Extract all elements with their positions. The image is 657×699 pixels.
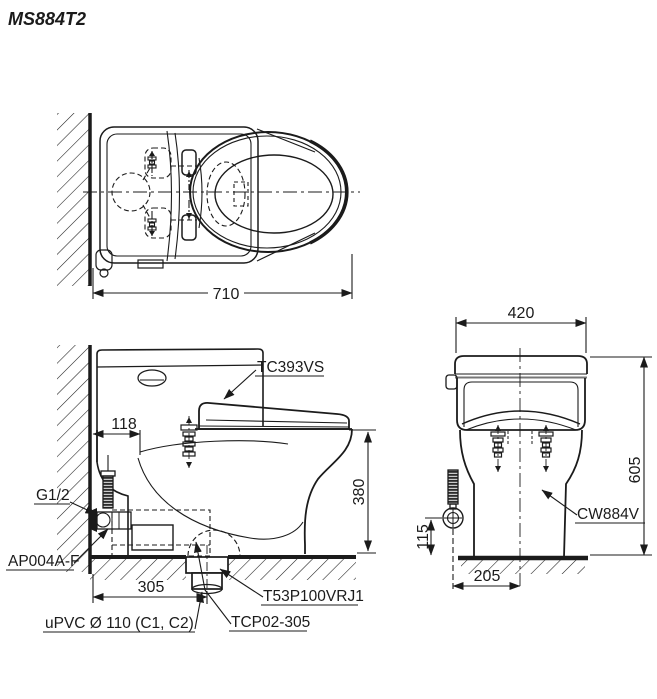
dim-overall-depth: 710 <box>213 286 240 303</box>
label-drain-pipe-group: uPVC Ø 110 (C1, C2) <box>43 591 204 633</box>
top-view: 710 <box>57 113 360 303</box>
dim-wall-to-seat-bolt: 118 <box>111 416 137 433</box>
dimension-710: 710 <box>92 254 353 303</box>
label-seat-lid-group: TC393VS <box>223 359 324 400</box>
dimension-305: 305 <box>92 574 208 604</box>
label-supply-thread: G1/2 <box>36 487 70 504</box>
supply-valve-front <box>442 469 464 529</box>
dimension-380: 380 <box>349 429 376 554</box>
dim-valve-height: 115 <box>415 524 432 550</box>
seat-lid-side <box>198 402 350 430</box>
dimension-605: 605 <box>590 356 652 556</box>
tank-plan <box>99 126 259 269</box>
label-drain-pipe: uPVC Ø 110 (C1, C2) <box>45 615 194 632</box>
label-connector: TCP02-305 <box>231 614 310 631</box>
label-stop-valve: AP004A-F <box>8 553 80 570</box>
flush-button <box>445 374 458 390</box>
bowl-front <box>459 429 583 558</box>
front-view: 420 605 115 205 CW884V <box>415 305 652 590</box>
dim-wall-to-outlet: 305 <box>138 579 165 596</box>
bowl-plan <box>189 128 349 262</box>
label-seat-lid: TC393VS <box>257 359 324 376</box>
flange-box <box>131 524 174 551</box>
seat-bolts-front <box>490 425 554 472</box>
dimension-205: 205 <box>452 529 521 590</box>
tank-front <box>445 355 588 431</box>
bowl-side <box>96 428 353 556</box>
dimension-115: 115 <box>415 517 442 556</box>
floor-section-side <box>90 555 356 580</box>
drawing-title: MS884T2 <box>8 9 86 29</box>
wall-section-top <box>57 113 92 286</box>
dimension-118: 118 <box>92 416 141 455</box>
dim-valve-offset: 205 <box>474 568 501 585</box>
dimension-420: 420 <box>455 305 587 353</box>
dim-overall-width: 420 <box>508 305 535 322</box>
drain-pipe-side <box>185 545 229 604</box>
label-stop-valve-group: AP004A-F <box>6 528 109 571</box>
tank-side <box>96 348 264 462</box>
seat-bolt-side <box>180 416 198 468</box>
label-connector-group: TCP02-305 <box>194 541 310 632</box>
label-bowl: CW884V <box>577 506 640 523</box>
supply-stub-plan <box>95 249 113 278</box>
tank-bolt-icon <box>147 151 157 236</box>
label-flange: T53P100VRJ1 <box>263 588 364 605</box>
stop-valve-assembly-side <box>90 455 132 532</box>
label-flange-group: T53P100VRJ1 <box>219 568 364 606</box>
side-view: TC393VS 118 380 G1/2 AP004A-F <box>6 345 376 633</box>
label-bowl-group: CW884V <box>541 489 645 524</box>
label-supply-thread-group: G1/2 <box>34 487 97 515</box>
floor-section-front <box>458 555 588 574</box>
trapway-dashed <box>111 509 241 557</box>
dim-rim-height: 380 <box>351 479 368 506</box>
dim-overall-height: 605 <box>627 457 644 484</box>
wall-section-side <box>57 345 92 574</box>
